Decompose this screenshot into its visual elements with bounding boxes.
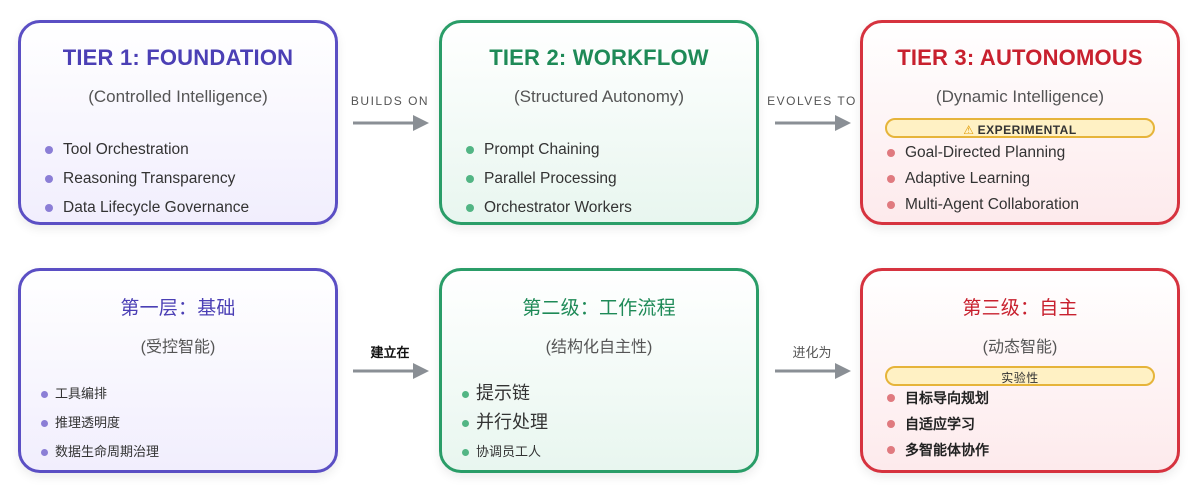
list-item: 多智能体协作 <box>883 437 1167 463</box>
list-item: Tool Orchestration <box>41 135 325 164</box>
arrow-builds-on: BUILDS ON <box>345 94 435 144</box>
arrow-jianlizai: 建立在 <box>345 342 435 392</box>
tier1-card-zh: 第一层：基础 (受控智能) 工具编排 推理透明度 数据生命周期治理 <box>18 268 338 473</box>
tier1-subtitle-en: (Controlled Intelligence) <box>88 87 268 106</box>
bullet-icon <box>887 201 895 209</box>
arrow-right-icon <box>353 363 429 379</box>
list-item: 推理透明度 <box>41 408 325 437</box>
experimental-badge: ⚠EXPERIMENTAL <box>885 118 1155 138</box>
list-item: 并行处理 <box>462 408 746 437</box>
bullet-icon <box>41 419 48 427</box>
bullet-icon <box>45 203 53 212</box>
tier2-subtitle-zh: (结构化自主性) <box>545 339 653 356</box>
tier2-title-en: TIER 2: WORKFLOW <box>489 45 709 70</box>
list-item: 协调员工人 <box>462 437 746 466</box>
bullet-icon <box>466 174 474 183</box>
bullet-icon <box>887 149 895 157</box>
tier3-title-zh: 第三级：自主 <box>962 298 1078 319</box>
bullet-icon <box>466 145 474 154</box>
list-item: 数据生命周期治理 <box>41 437 325 466</box>
list-item: Orchestrator Workers <box>462 193 746 222</box>
tier2-list-en: Prompt Chaining Parallel Processing Orch… <box>462 135 746 222</box>
tier1-list-en: Tool Orchestration Reasoning Transparenc… <box>41 135 325 222</box>
tier3-title-en: TIER 3: AUTONOMOUS <box>897 45 1143 70</box>
experimental-badge-zh: 实验性 <box>885 366 1155 386</box>
tier3-card-zh: 第三级：自主 (动态智能) 实验性 目标导向规划 自适应学习 多智能体协作 <box>860 268 1180 473</box>
list-item: Reasoning Transparency <box>41 164 325 193</box>
bullet-icon <box>887 175 895 183</box>
tier2-list-zh: 提示链 并行处理 协调员工人 <box>462 379 746 466</box>
bullet-icon <box>887 446 895 454</box>
bullet-icon <box>887 394 895 402</box>
arrow-right-icon <box>353 115 429 131</box>
arrow-label: 进化为 <box>792 345 832 360</box>
tier2-title-zh: 第二级：工作流程 <box>522 298 676 319</box>
tier2-subtitle-en: (Structured Autonomy) <box>513 87 685 106</box>
list-item: 目标导向规划 <box>883 385 1167 411</box>
list-item: Prompt Chaining <box>462 135 746 164</box>
bullet-icon <box>887 420 895 428</box>
warning-icon: ⚠ <box>963 123 975 137</box>
arrow-right-icon <box>775 115 851 131</box>
bullet-icon <box>462 419 469 427</box>
bullet-icon <box>45 174 53 183</box>
arrow-right-icon <box>775 363 851 379</box>
tier3-card-en: TIER 3: AUTONOMOUS (Dynamic Intelligence… <box>860 20 1180 225</box>
arrow-jinhuawei: 进化为 <box>767 342 857 392</box>
tier3-subtitle-en: (Dynamic Intelligence) <box>935 87 1105 106</box>
bullet-icon <box>45 145 53 154</box>
tier3-list-en: Goal-Directed Planning Adaptive Learning… <box>883 140 1167 218</box>
list-item: Data Lifecycle Governance <box>41 193 325 222</box>
bullet-icon <box>41 390 48 398</box>
tier1-card-en: TIER 1: FOUNDATION (Controlled Intellige… <box>18 20 338 225</box>
list-item: Goal-Directed Planning <box>883 140 1167 166</box>
arrow-label: BUILDS ON <box>350 94 430 108</box>
list-item: 工具编排 <box>41 379 325 408</box>
arrow-evolves-to: EVOLVES TO <box>767 94 857 144</box>
tier2-card-en: TIER 2: WORKFLOW (Structured Autonomy) P… <box>439 20 759 225</box>
arrow-label: EVOLVES TO <box>767 94 857 108</box>
bullet-icon <box>462 390 469 398</box>
bullet-icon <box>462 448 469 456</box>
tier1-title-en: TIER 1: FOUNDATION <box>62 45 294 70</box>
tier1-subtitle-zh: (受控智能) <box>140 339 216 356</box>
tier1-title-zh: 第一层：基础 <box>120 298 236 319</box>
arrow-label: 建立在 <box>370 345 410 360</box>
tier3-list-zh: 目标导向规划 自适应学习 多智能体协作 <box>883 385 1167 463</box>
bullet-icon <box>466 203 474 212</box>
list-item: Adaptive Learning <box>883 166 1167 192</box>
list-item: Multi-Agent Collaboration <box>883 192 1167 218</box>
list-item: Parallel Processing <box>462 164 746 193</box>
bullet-icon <box>41 448 48 456</box>
list-item: 自适应学习 <box>883 411 1167 437</box>
tier1-list-zh: 工具编排 推理透明度 数据生命周期治理 <box>41 379 325 466</box>
tier2-card-zh: 第二级：工作流程 (结构化自主性) 提示链 并行处理 协调员工人 <box>439 268 759 473</box>
list-item: 提示链 <box>462 379 746 408</box>
tier3-subtitle-zh: (动态智能) <box>982 339 1058 356</box>
